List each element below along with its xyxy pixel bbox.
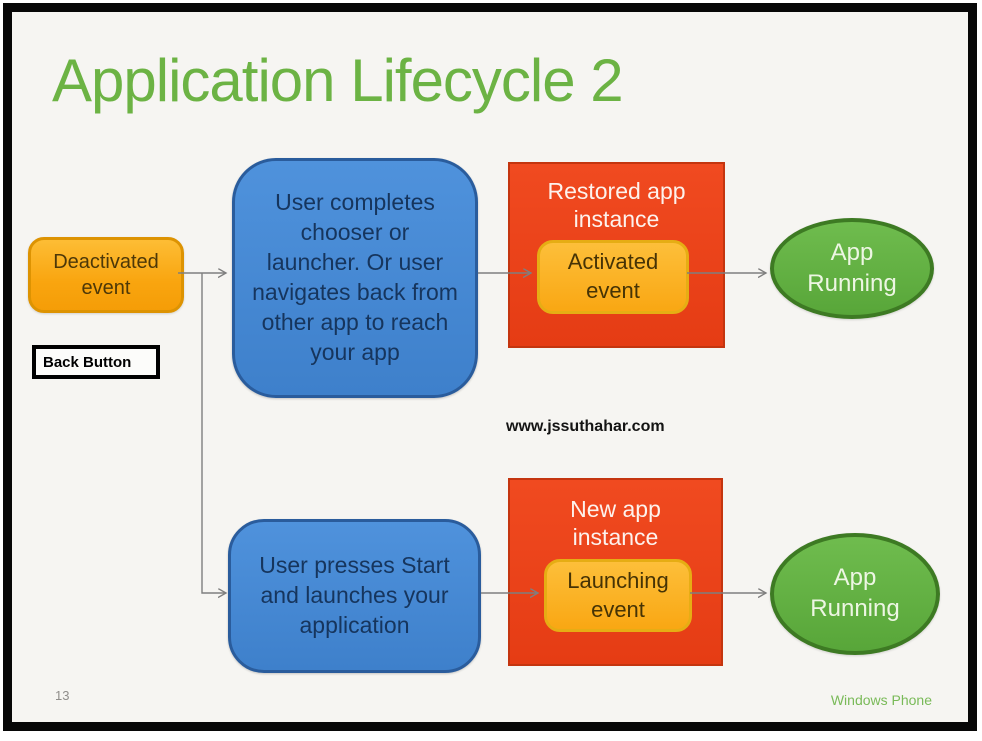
watermark-text: www.jssuthahar.com (506, 418, 665, 435)
new-app-instance-container: New app instance Launching event (508, 478, 723, 666)
arrow-deactivated-to-bottom-condition (201, 273, 226, 593)
bottom-app-running-node: App Running (770, 533, 940, 655)
launching-event-label: Launching event (567, 567, 669, 622)
back-button-label-box: Back Button (32, 345, 160, 379)
deactivated-event-node: Deactivated event (28, 237, 184, 313)
slide-frame: Application Lifecycle 2 Deactivated even… (3, 3, 977, 731)
activated-event-label: Activated event (567, 249, 659, 303)
launching-event-node: Launching event (544, 559, 692, 632)
activated-event-node: Activated event (537, 240, 689, 314)
deactivated-event-label: Deactivated event (53, 251, 159, 299)
bottom-condition-node: User presses Start and launches your app… (228, 519, 481, 673)
back-button-label: Back Button (43, 353, 132, 371)
page-number: 13 (55, 688, 70, 703)
top-app-running-node: App Running (770, 218, 934, 319)
top-condition-node: User completes chooser or launcher. Or u… (232, 158, 478, 398)
top-condition-label: User completes chooser or launcher. Or u… (252, 189, 458, 365)
new-app-instance-label: New app instance (570, 496, 661, 551)
slide-title: Application Lifecycle 2 (52, 47, 624, 114)
restored-app-instance-label: Restored app instance (547, 178, 686, 233)
bottom-app-running-label: App Running (810, 564, 900, 622)
bottom-condition-label: User presses Start and launches your app… (259, 552, 450, 638)
slide: Application Lifecycle 2 Deactivated even… (12, 12, 968, 722)
top-app-running-label: App Running (807, 238, 897, 297)
brand-footer: Windows Phone (830, 692, 932, 708)
restored-app-instance-container: Restored app instance Activated event (508, 162, 725, 348)
